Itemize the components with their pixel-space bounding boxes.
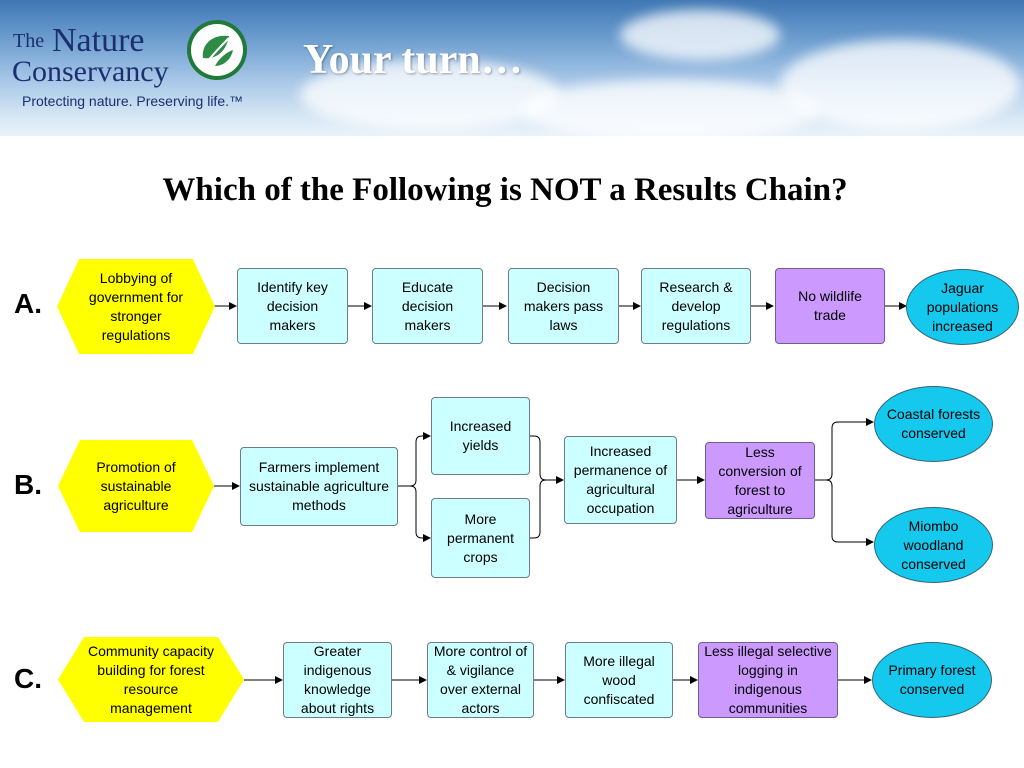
threat-reduction-node: No wildlife trade	[775, 268, 885, 344]
result-node: Educate decision makers	[372, 268, 483, 344]
cloud-shape	[300, 60, 560, 130]
cloud-shape	[520, 80, 820, 136]
result-node: Decision makers pass laws	[508, 268, 619, 344]
result-node: Farmers implement sustainable agricultur…	[240, 447, 398, 526]
arrow-b8	[815, 479, 874, 546]
row-label-c: C.	[14, 663, 42, 694]
header-banner: The Nature Conservancy Protecting nature…	[0, 0, 1024, 136]
target-node: Miombo woodland conserved	[874, 507, 993, 583]
result-node: More illegal wood confiscated	[565, 642, 673, 718]
target-node: Coastal forests conserved	[874, 386, 993, 462]
strategy-node: Promotion of sustainable agriculture	[58, 440, 214, 532]
result-node: More permanent crops	[431, 498, 530, 578]
cloud-shape	[620, 10, 780, 60]
result-node: Identify key decision makers	[237, 268, 348, 344]
row-label-a: A.	[14, 288, 42, 319]
threat-reduction-node: Less illegal selective logging in indige…	[698, 642, 838, 718]
logo-text-conservancy: Conservancy	[12, 55, 169, 88]
logo-text-the: The	[13, 30, 45, 52]
arrow-b4	[530, 435, 564, 484]
result-node: Increased permanence of agricultural occ…	[564, 436, 677, 524]
target-node: Primary forest conserved	[872, 642, 992, 718]
arrow-b3	[398, 485, 431, 542]
strategy-node: Community capacity building for forest r…	[58, 637, 244, 722]
arrow-b2	[398, 432, 431, 487]
result-node: Increased yields	[431, 397, 530, 475]
cloud-shape	[780, 40, 1020, 130]
result-node: More control of & vigilance over externa…	[427, 642, 534, 718]
logo-text-nature: Nature	[52, 22, 145, 59]
row-label-b: B.	[14, 469, 42, 500]
globe-leaf-logo-icon	[187, 20, 247, 80]
arrow-b7	[815, 418, 874, 481]
arrow-b5	[530, 479, 547, 539]
page-title: Your turn…	[303, 37, 523, 83]
question-heading: Which of the Following is NOT a Results …	[162, 172, 848, 208]
result-node: Research & develop regulations	[641, 268, 751, 344]
result-node: Greater indigenous knowledge about right…	[283, 642, 392, 718]
target-node: Jaguar populations increased	[906, 269, 1019, 345]
strategy-node: Lobbying of government for stronger regu…	[57, 259, 215, 354]
threat-reduction-node: Less conversion of forest to agriculture	[705, 442, 815, 519]
logo-tagline: Protecting nature. Preserving life.™	[22, 93, 243, 109]
